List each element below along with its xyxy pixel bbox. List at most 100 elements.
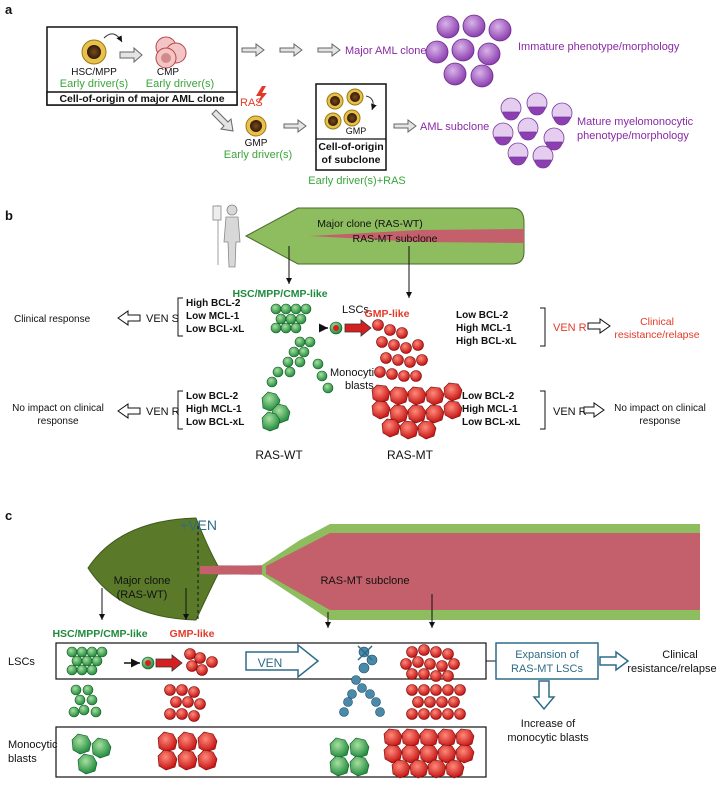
lsc-transition-core (333, 325, 339, 331)
ven-marker: +VEN (180, 517, 217, 533)
panel-c-label: c (5, 508, 12, 523)
ras-label: RAS (240, 97, 263, 109)
mt-blasts-c (157, 731, 218, 771)
ven-r-red: VEN R (553, 322, 587, 334)
gmp-driver: Early driver(s) (224, 149, 292, 161)
gmp-cell-icon (245, 115, 267, 137)
origin-sub-line2: of subclone (322, 154, 381, 166)
left-top-marker-2: Low MCL-1 (186, 311, 240, 322)
left-top-markers: High BCL-2 Low MCL-1 Low BCL-xL (186, 298, 244, 335)
monocytic-b-2: blasts (345, 380, 374, 392)
ven-r-right: VEN R (553, 406, 587, 418)
no-impact-left-1: No impact on clinical (12, 403, 104, 414)
arrow-sub-aml (393, 119, 417, 133)
arrow-ven-r-left (117, 403, 141, 419)
expansion-box (495, 642, 599, 680)
arrow-ven-r-right (583, 402, 605, 418)
gmp-like-c: GMP-like (170, 628, 215, 640)
cmp-cells-icon (155, 36, 187, 69)
arrow-gmp-sub (283, 119, 307, 133)
wt-blasts-c2 (329, 737, 370, 777)
right-top-marker-2: High MCL-1 (456, 323, 512, 334)
wt-lscs-c (66, 646, 108, 676)
right-bottom-markers: Low BCL-2 High MCL-1 Low BCL-xL (462, 391, 520, 428)
hsc-like-c: HSC/MPP/CMP-like (52, 628, 147, 640)
monocytic-c-1: Monocytic (8, 739, 58, 751)
major-clone-c-1: Major clone (114, 575, 171, 587)
monocytic-c-2: blasts (8, 753, 37, 765)
increase-2: monocytic blasts (507, 732, 589, 744)
hsc-label: HSC/MPP (71, 67, 117, 78)
subclone-c: RAS-MT subclone (320, 575, 409, 587)
cmp-label: CMP (157, 67, 180, 78)
right-top-marker-3: High BCL-xL (456, 336, 517, 347)
lsc-transition-c-core (145, 660, 151, 666)
increase-1: Increase of (521, 718, 576, 730)
expansion-1: Expansion of (515, 649, 580, 661)
arrow-ven-s (117, 310, 141, 326)
clinical-resist-b-2: resistance/relapse (614, 329, 699, 341)
gmp-label: GMP (245, 138, 268, 149)
bracket-left-bottom (177, 390, 183, 430)
ven-arrow-label: VEN (258, 656, 283, 670)
monocytic-b-1: Monocytic (330, 367, 380, 379)
bracket-left-top (177, 297, 183, 337)
mt-cells-b (371, 319, 463, 440)
origin-sub-box (315, 83, 387, 171)
arrow-hsc-cmp (119, 46, 143, 64)
major-clone-b: Major clone (RAS-WT) (317, 218, 423, 230)
right-top-marker-1: Low BCL-2 (456, 310, 509, 321)
lscs-c: LSCs (8, 656, 35, 668)
hsc-driver: Early driver(s) (60, 78, 128, 90)
hsc-cell-icon (81, 33, 123, 65)
arrow-ven-r-red (587, 318, 611, 334)
clinical-response: Clinical response (14, 314, 91, 325)
bracket-right-bottom (540, 390, 546, 430)
thin-link (200, 565, 280, 575)
mt-lscs-c (184, 648, 218, 676)
mt-blasts-c2 (383, 728, 475, 779)
right-top-markers: Low BCL-2 High MCL-1 High BCL-xL (456, 310, 517, 347)
panel-b: b Major clone (RAS-WT) RAS-MT subclone H… (5, 204, 706, 462)
mt-trail-c (164, 684, 206, 722)
bracket-right-top (540, 307, 546, 347)
subclone-b: RAS-MT subclone (352, 233, 437, 245)
right-bottom-marker-2: High MCL-1 (462, 404, 518, 415)
left-bottom-markers: Low BCL-2 High MCL-1 Low BCL-xL (186, 391, 244, 428)
right-bottom-marker-1: Low BCL-2 (462, 391, 515, 402)
major-clone-c-2: (RAS-WT) (117, 589, 168, 601)
arrow-green-red-c (155, 654, 183, 672)
mt-lscs-c-expanded (400, 644, 460, 682)
lightning-icon (256, 86, 267, 105)
no-impact-left-2: response (37, 416, 79, 427)
origin-sub-driver: Early driver(s)+RAS (308, 175, 406, 187)
origin-major-label: Cell-of-origin of major AML clone (59, 93, 224, 105)
clinical-resist-b-1: Clinical (640, 316, 674, 328)
monocytic-row-box (55, 726, 487, 778)
clinical-c-1: Clinical (662, 649, 697, 661)
origin-major-label-box (46, 91, 238, 106)
teal-trail-c (339, 675, 385, 717)
panel-b-label: b (5, 208, 13, 223)
origin-sub-line1: Cell-of-origin (318, 141, 383, 153)
sub-cells-icon (324, 88, 377, 130)
mt-trail-c2 (406, 684, 466, 720)
lscs-b: LSCs (342, 304, 369, 316)
panel-a-label: a (5, 2, 13, 17)
subclone-shape (310, 229, 524, 243)
left-top-marker-3: Low BCL-xL (186, 324, 244, 335)
arrows-to-major (241, 43, 341, 57)
mature-line2: phenotype/morphology (577, 130, 689, 142)
wt-trail-c (68, 684, 102, 718)
cmp-driver: Early driver(s) (146, 78, 214, 90)
right-bottom-marker-3: Low BCL-xL (462, 417, 520, 428)
arrow-down-gmp (211, 109, 234, 132)
gmp-in-box: GMP (346, 126, 367, 136)
ven-s: VEN S (146, 313, 179, 325)
left-bottom-marker-2: High MCL-1 (186, 404, 242, 415)
arrow-to-clinical-c (599, 650, 630, 672)
wt-cells-b (261, 303, 334, 432)
no-impact-right-2: response (639, 416, 681, 427)
aml-subclone-text: AML subclone (420, 121, 489, 133)
